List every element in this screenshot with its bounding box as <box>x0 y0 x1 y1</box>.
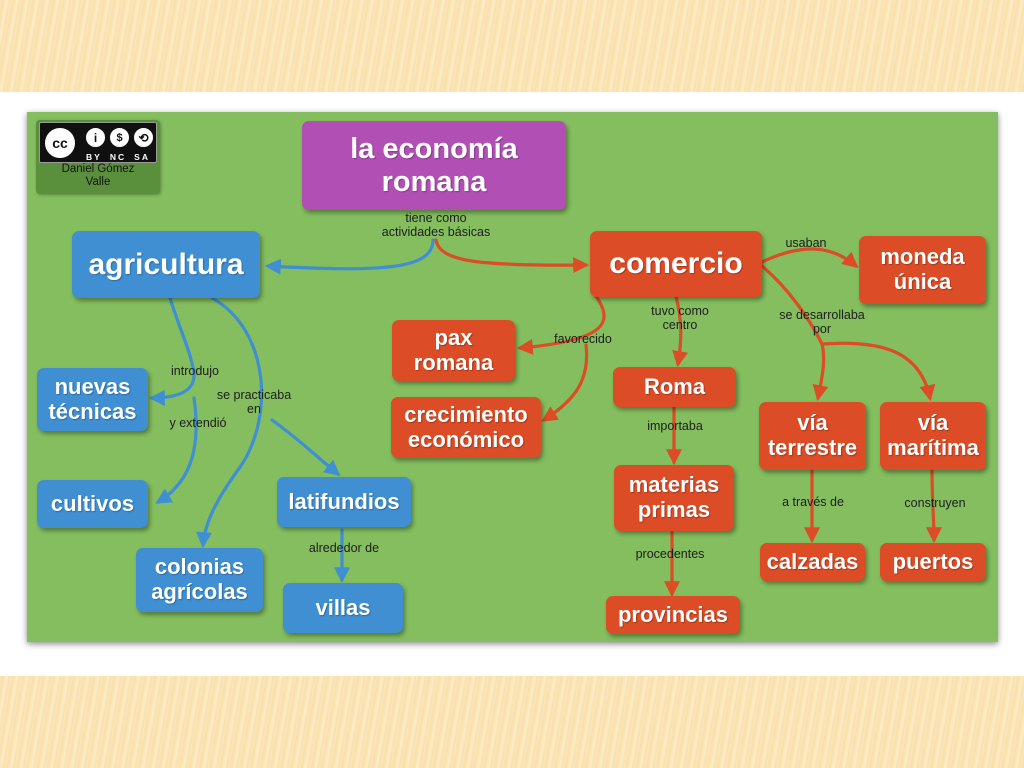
node-puertos: puertos <box>880 543 986 581</box>
sharealike-icon: ⟲ <box>132 126 155 149</box>
noncommercial-icon: $ <box>108 126 131 149</box>
node-provincias: provincias <box>606 596 740 634</box>
creative-commons-badge: cc i $ ⟲ BY NC SA Daniel Gómez Valle <box>36 120 160 194</box>
node-latifundios: latifundios <box>277 477 411 527</box>
link-label-alrededor-de: alrededor de <box>308 541 380 555</box>
link-label-introdujo: introdujo <box>171 364 219 378</box>
link-label-construyen: construyen <box>904 496 966 510</box>
node-cultivos: cultivos <box>37 480 148 528</box>
node-agricultura: agricultura <box>72 231 260 298</box>
decorative-top-band <box>0 0 1024 92</box>
node-comercio: comercio <box>590 231 762 297</box>
link-label-favorecido: favorecido <box>554 332 612 346</box>
cc-icon: cc <box>43 126 77 160</box>
link-label-usaban: usaban <box>785 236 827 250</box>
node-roma: Roma <box>613 367 736 407</box>
link-label-procedentes: procedentes <box>635 547 705 561</box>
cc-license-terms: BY NC SA <box>86 152 150 162</box>
link-label-importaba: importaba <box>647 419 703 433</box>
attribution-icon: i <box>84 126 107 149</box>
author-credit: Daniel Gómez Valle <box>61 163 135 188</box>
link-label-a-traves-de: a través de <box>782 495 844 509</box>
decorative-bottom-band <box>0 676 1024 768</box>
node-villas: villas <box>283 583 403 633</box>
link-label-y-extendio: y extendió <box>169 416 227 430</box>
node-calzadas: calzadas <box>760 543 865 581</box>
cc-license-logo: cc i $ ⟲ BY NC SA <box>39 122 157 163</box>
